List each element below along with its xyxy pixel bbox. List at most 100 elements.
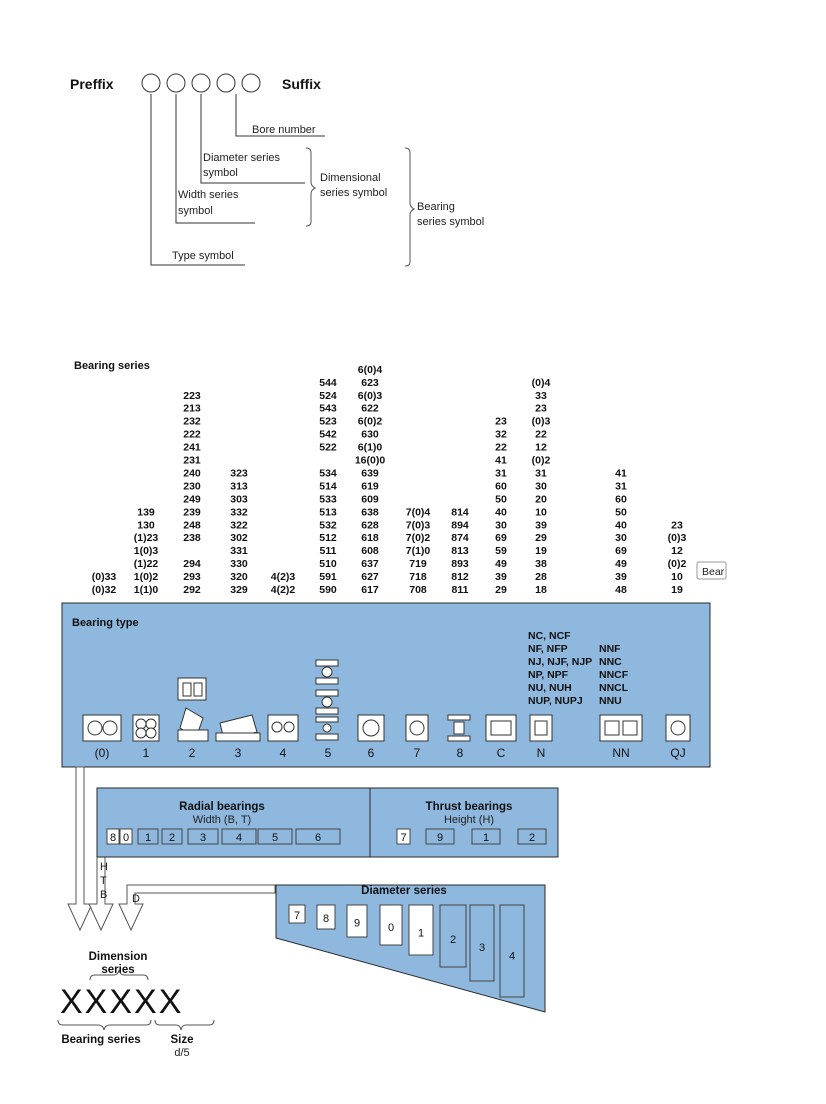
series-value: 514 xyxy=(319,480,337,492)
thrust-height-cell xyxy=(396,828,411,845)
radial-width-code: 1 xyxy=(145,832,151,844)
series-value: 7(1)0 xyxy=(406,545,431,557)
radial-width-cell xyxy=(161,828,183,845)
series-value: 513 xyxy=(319,506,337,518)
diameter-series-code: 4 xyxy=(509,951,515,963)
nn-code-1: NNF xyxy=(599,643,621,655)
series-value: 512 xyxy=(319,532,337,544)
series-value: 1(0)2 xyxy=(134,571,159,583)
size-brace xyxy=(154,1019,215,1031)
bearing-type-label: 7 xyxy=(414,746,421,760)
dimensional-bracket xyxy=(305,147,317,227)
series-value: 894 xyxy=(451,519,469,531)
series-value: 510 xyxy=(319,558,337,570)
series-value: 232 xyxy=(183,416,201,428)
series-value: 32 xyxy=(495,429,507,441)
series-value: 41 xyxy=(495,455,507,467)
series-value: 323 xyxy=(230,467,248,479)
series-value: 50 xyxy=(615,506,627,518)
code-circle-3 xyxy=(191,73,211,93)
series-value: 22 xyxy=(495,442,507,454)
series-value: 39 xyxy=(615,571,627,583)
bearing-type-title: Bearing type xyxy=(72,617,139,629)
arrow-width-series xyxy=(88,856,114,932)
series-value: 12 xyxy=(535,442,547,454)
series-value: 23 xyxy=(495,416,507,428)
series-value: 708 xyxy=(409,584,427,596)
thrust-height-code: 1 xyxy=(483,832,489,844)
bearing-type-label: 6 xyxy=(368,746,375,760)
thrust-height-cell xyxy=(425,828,455,845)
bearing-type-label: 5 xyxy=(325,746,332,760)
type-symbol-label: Type symbol xyxy=(172,250,234,262)
radial-width-code: 2 xyxy=(169,832,175,844)
series-value: 618 xyxy=(361,532,379,544)
code-circle-5 xyxy=(241,73,261,93)
series-value: 591 xyxy=(319,571,337,583)
d-letter: D xyxy=(132,893,140,905)
series-value: 30 xyxy=(535,480,547,492)
double-row-cylindrical-bearing-icon xyxy=(599,714,643,742)
series-value: 637 xyxy=(361,558,379,570)
series-value: 874 xyxy=(451,532,469,544)
series-value: 223 xyxy=(183,390,201,402)
series-value: 31 xyxy=(615,480,627,492)
series-value: 231 xyxy=(183,455,201,467)
code-circle-2 xyxy=(166,73,186,93)
htb-letter-t: T xyxy=(100,875,107,887)
series-value: 19 xyxy=(535,545,547,557)
series-value: (1)22 xyxy=(134,558,159,570)
radial-width-code: 6 xyxy=(315,832,321,844)
series-value: 532 xyxy=(319,519,337,531)
series-value: 40 xyxy=(615,519,627,531)
series-value: (0)33 xyxy=(92,571,117,583)
bearing-type-label: 8 xyxy=(457,746,464,760)
bearing-series-label-2: series symbol xyxy=(417,216,484,228)
series-value: 329 xyxy=(230,584,248,596)
diameter-series-code: 3 xyxy=(479,942,485,954)
radial-bearings-title: Radial bearings xyxy=(179,801,265,813)
series-value: 50 xyxy=(495,493,507,505)
bearing-series-label-1: Bearing xyxy=(417,201,455,213)
series-value: 10 xyxy=(535,506,547,518)
series-value: 213 xyxy=(183,403,201,415)
radial-width-cell xyxy=(257,828,293,845)
series-value: 33 xyxy=(535,390,547,402)
series-value: 533 xyxy=(319,493,337,505)
series-value: 320 xyxy=(230,571,248,583)
series-value: 542 xyxy=(319,429,337,441)
diameter-series-cell xyxy=(469,904,495,982)
width-series-leader xyxy=(175,94,255,224)
bearing-type-label: 1 xyxy=(143,746,150,760)
series-value: 16(0)0 xyxy=(355,455,386,467)
thrust-height-cell xyxy=(517,828,547,845)
series-value: 240 xyxy=(183,467,201,479)
single-row-ball-bearing-icon xyxy=(357,714,385,742)
bearing-series-bracket xyxy=(404,147,416,267)
tapered-roller-bearing-icon xyxy=(215,714,261,742)
series-value: 622 xyxy=(361,403,379,415)
series-value: 330 xyxy=(230,558,248,570)
series-value: 12 xyxy=(671,545,683,557)
n-code-5: NU, NUH xyxy=(528,682,572,694)
self-aligning-ball-bearing-icon xyxy=(132,714,160,742)
bearing-type-label: N xyxy=(537,746,546,760)
diameter-series-code: 0 xyxy=(388,922,394,934)
diameter-series-cell xyxy=(288,904,306,924)
diameter-series-cell xyxy=(439,904,467,968)
bearing-type-label: 3 xyxy=(235,746,242,760)
series-value: 544 xyxy=(319,377,337,389)
radial-width-cell xyxy=(187,828,219,845)
series-value: 23 xyxy=(671,519,683,531)
series-value: 1(0)3 xyxy=(134,545,159,557)
bearing-type-label: 4 xyxy=(280,746,287,760)
series-value: 630 xyxy=(361,429,379,441)
series-value: 718 xyxy=(409,571,427,583)
series-value: 292 xyxy=(183,584,201,596)
nn-code-2: NNC xyxy=(599,656,622,668)
